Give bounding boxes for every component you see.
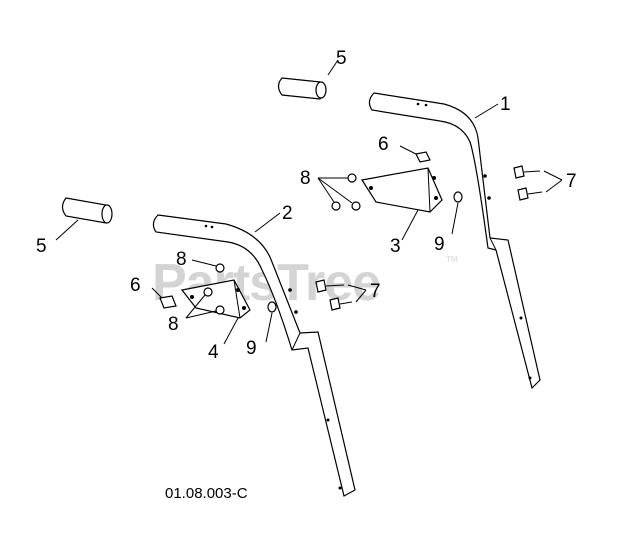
callout-8-right: 8	[300, 168, 311, 189]
handle-upper-right	[368, 92, 541, 390]
hand-grip-top	[277, 59, 339, 100]
lock-nuts-left	[185, 259, 225, 319]
callout-8-left-bottom: 8	[168, 314, 179, 335]
callout-1: 1	[500, 94, 511, 115]
lock-nuts-right	[317, 173, 361, 211]
callout-6-left: 6	[130, 275, 141, 296]
callout-9-right: 9	[434, 234, 445, 255]
callout-9-left: 9	[246, 338, 257, 359]
bracket-right	[361, 167, 443, 241]
washer-left	[265, 301, 277, 343]
watermark-trademark: TM	[446, 255, 458, 264]
callout-5-top: 5	[336, 48, 347, 69]
callout-8-left-top: 8	[176, 249, 187, 270]
carriage-bolt-left	[151, 287, 177, 309]
bracket-left	[180, 279, 251, 345]
washer-right	[451, 191, 463, 235]
callout-6-right: 6	[378, 134, 389, 155]
callout-7-right: 7	[566, 171, 577, 192]
callout-3: 3	[390, 236, 401, 257]
callout-7-left: 7	[370, 281, 381, 302]
hex-bolts-right	[513, 165, 563, 201]
hex-bolts-left	[315, 279, 367, 311]
callout-5-left: 5	[36, 236, 47, 257]
drawing-code: 01.08.003-C	[165, 485, 248, 502]
callout-4: 4	[208, 342, 219, 363]
handle-upper-left	[152, 212, 356, 497]
carriage-bolt-right	[399, 145, 431, 163]
hand-grip-left	[55, 197, 113, 241]
callout-2: 2	[282, 203, 293, 224]
